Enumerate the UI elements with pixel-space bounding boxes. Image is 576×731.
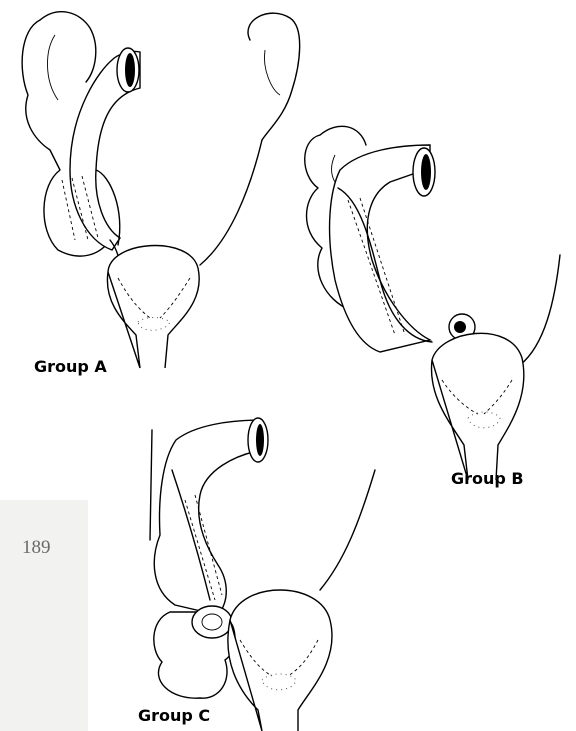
group-c-colon — [154, 420, 262, 615]
group-c-illustration — [150, 418, 375, 731]
group-c-ureter — [320, 470, 375, 590]
group-a-label: Group A — [34, 357, 107, 376]
group-c-anastomosis — [192, 606, 232, 638]
group-a-right-loop — [248, 13, 300, 140]
group-b-bladder — [431, 333, 523, 480]
group-b-illustration — [305, 126, 560, 480]
group-a-bladder — [107, 246, 199, 368]
group-c-bladder — [228, 590, 332, 731]
group-a-ureter — [200, 140, 262, 265]
group-b-ureter — [520, 255, 560, 365]
group-b-label: Group B — [451, 469, 524, 488]
group-c-label: Group C — [138, 706, 210, 725]
group-a-illustration — [22, 12, 300, 368]
